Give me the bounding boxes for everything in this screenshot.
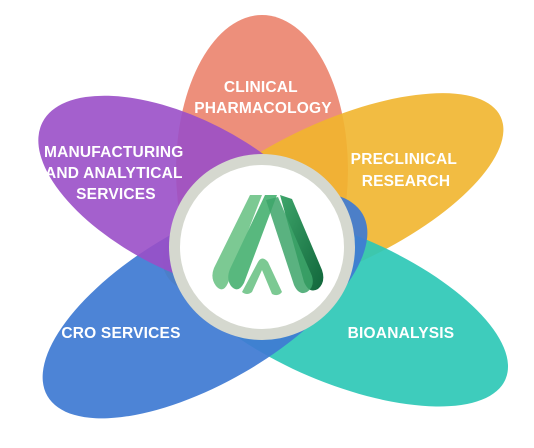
label-preclinical-research: PRECLINICAL RESEARCH [351,151,462,190]
label-manufacturing-analytical: MANUFACTURING AND ANALYTICAL SERVICES [44,144,188,203]
label-clinical-pharmacology: CLINICAL PHARMACOLOGY [194,79,332,117]
company-logo-icon [212,195,324,296]
label-cro-services: CRO SERVICES [61,325,180,342]
central-hub [169,154,355,340]
petal-labels: CLINICAL PHARMACOLOGY PRECLINICAL RESEAR… [44,79,462,342]
label-bioanalysis: BIOANALYSIS [348,325,455,342]
hub-disc [180,165,344,329]
